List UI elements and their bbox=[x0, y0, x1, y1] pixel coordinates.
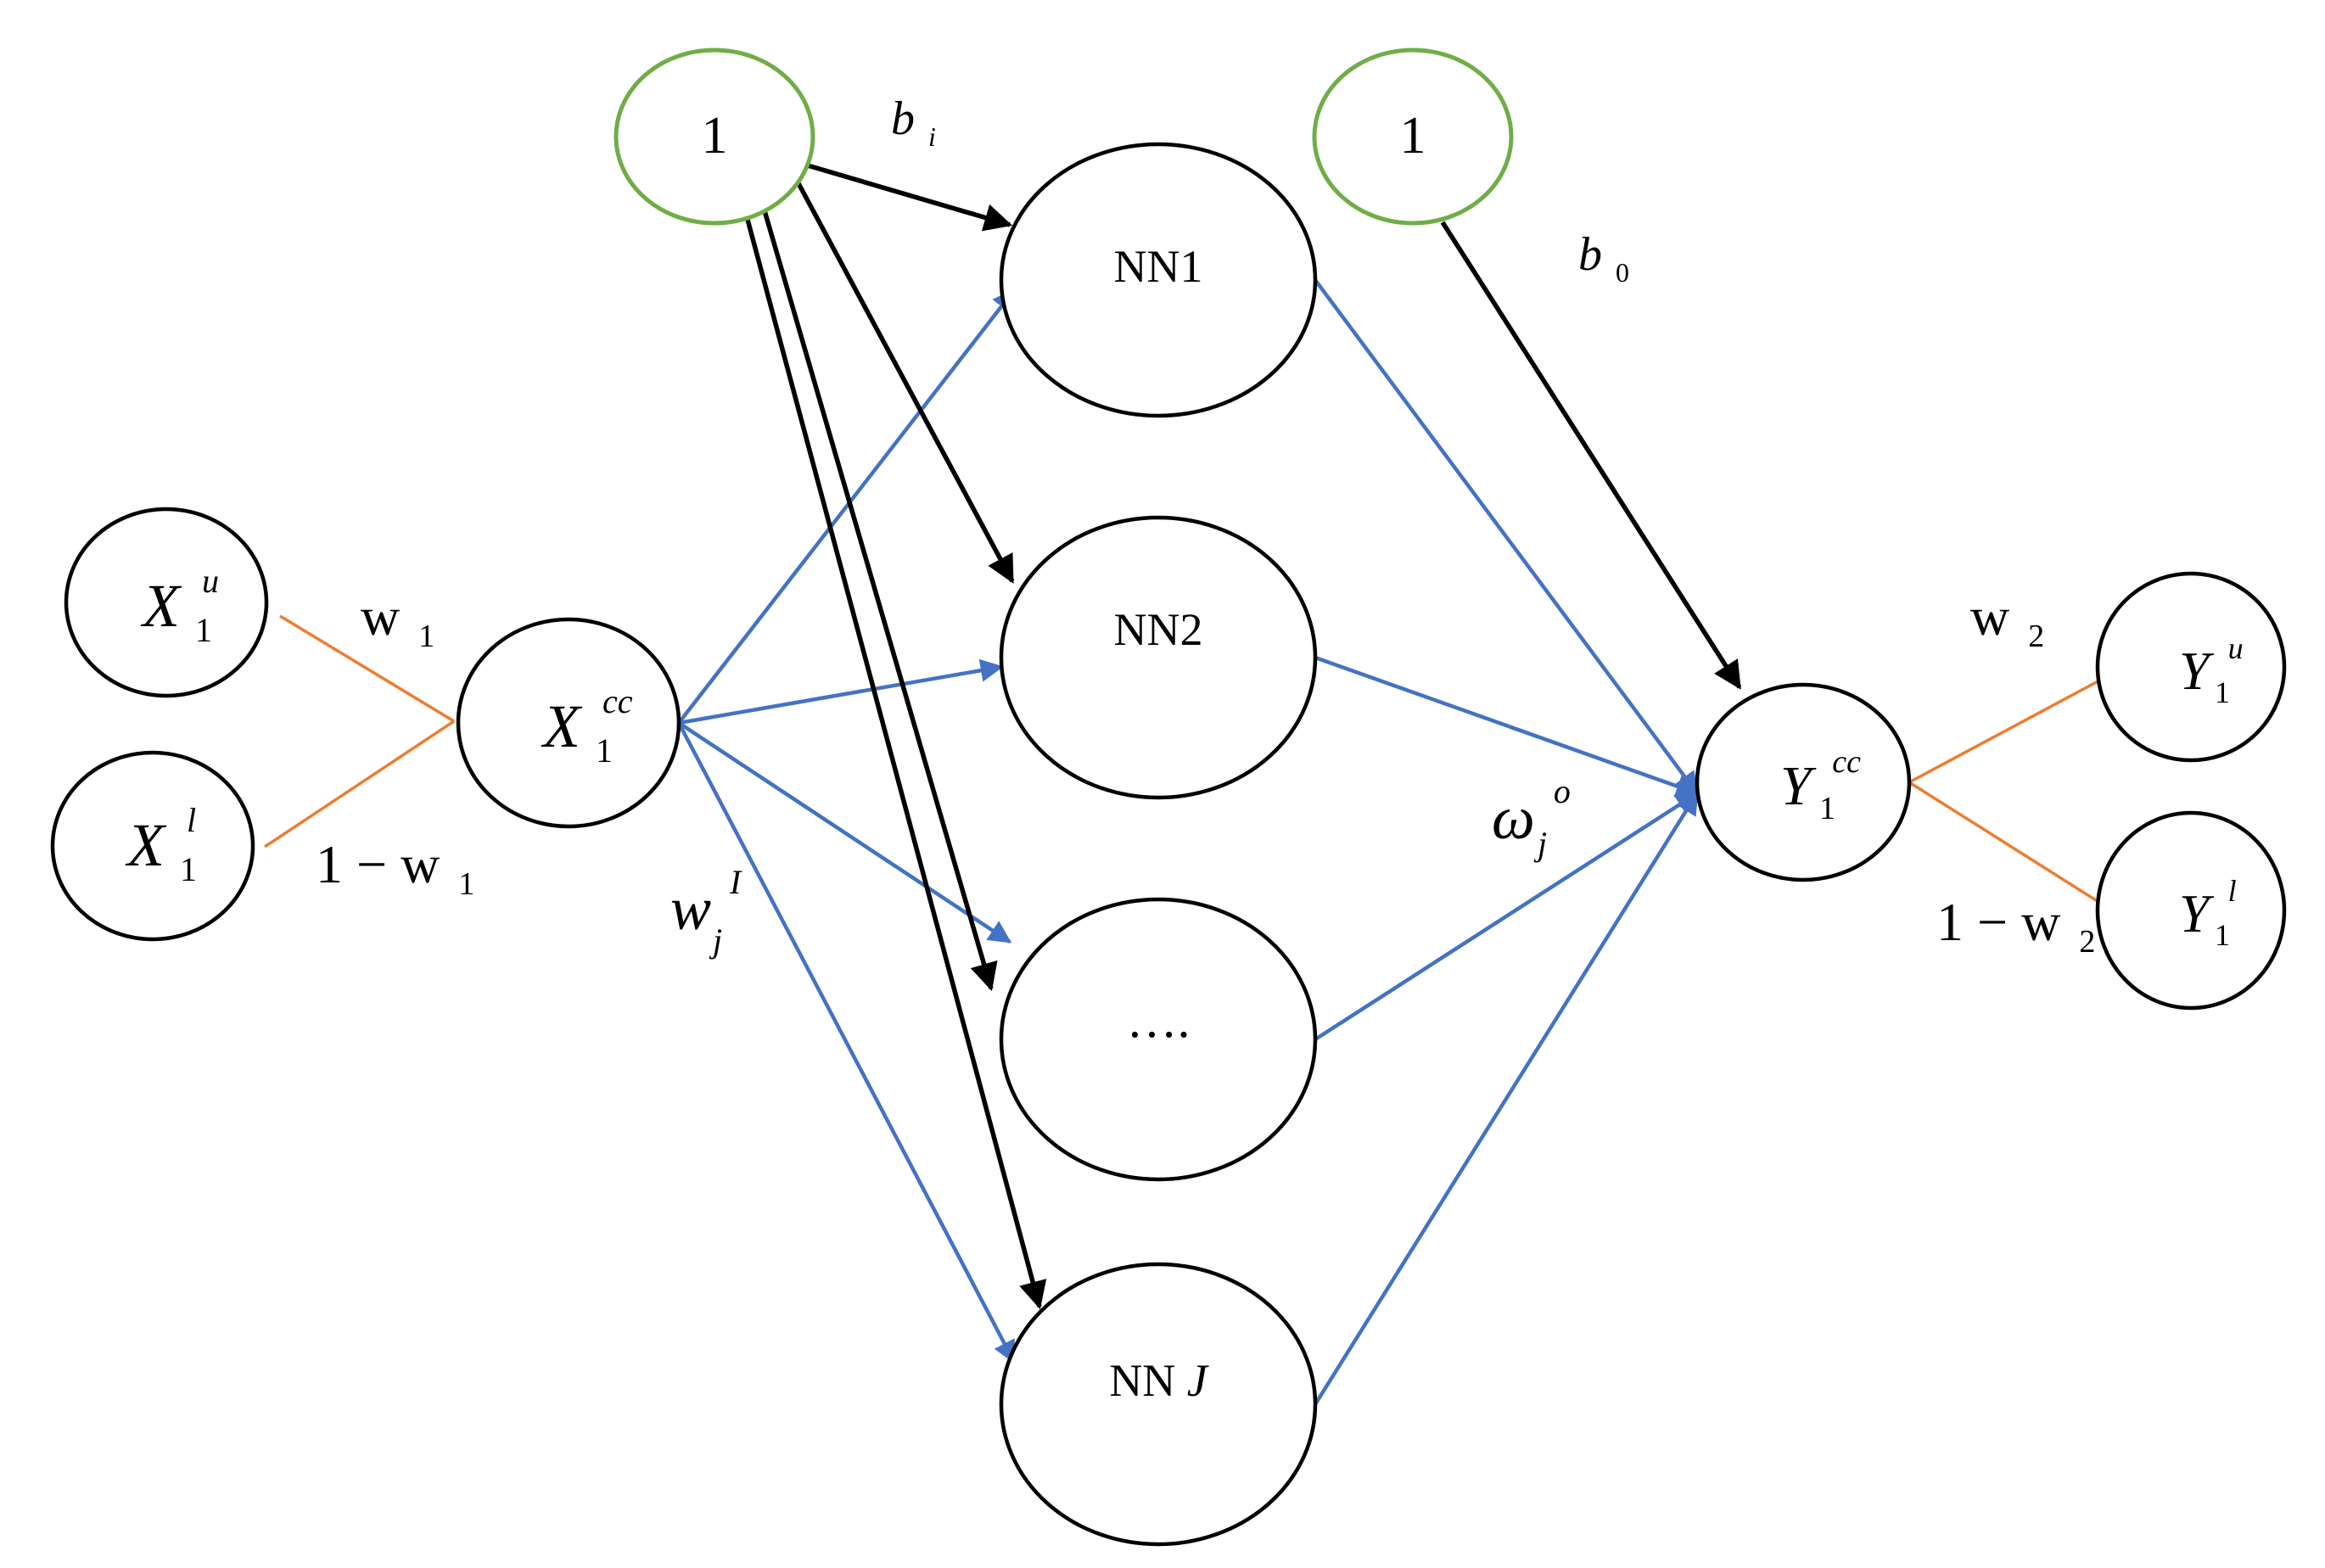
bias-output-label: 1 bbox=[1400, 107, 1426, 165]
y-center-base: Y bbox=[1780, 755, 1817, 817]
edge-bias-to-nn3 bbox=[759, 201, 998, 992]
x-lower-sub: 1 bbox=[180, 850, 197, 888]
hidden-2-label: NN2 bbox=[1114, 604, 1203, 655]
x-upper-label: X u bbox=[140, 562, 219, 640]
output-node-upper bbox=[2095, 571, 2287, 763]
hidden-node-j bbox=[999, 1262, 1318, 1547]
bi-base: b bbox=[891, 92, 915, 145]
one-minus-w1-label: 1 − w 1 bbox=[316, 834, 474, 902]
w2-sub: 2 bbox=[2028, 619, 2044, 654]
edge-xu-to-xcc bbox=[279, 614, 455, 723]
hidden-node-3 bbox=[999, 897, 1318, 1182]
w2-base: w bbox=[1970, 586, 2009, 647]
hidden-node-2 bbox=[999, 515, 1318, 800]
w2-label: w 2 bbox=[1970, 586, 2044, 654]
wIj-sup: I bbox=[729, 863, 742, 901]
x-upper-sub: 1 bbox=[195, 611, 212, 649]
x-lower-base: X bbox=[125, 811, 167, 879]
one-minus-w1-prefix: 1 − bbox=[316, 834, 401, 894]
edge-bias-to-nn1 bbox=[793, 159, 1013, 232]
omega-label: ω o bbox=[1492, 772, 1571, 852]
bias-hidden-label: 1 bbox=[702, 107, 728, 165]
x-lower-sup: l bbox=[187, 801, 196, 839]
x-center-base: X bbox=[541, 692, 583, 760]
x-center-label: X cc bbox=[541, 682, 633, 760]
edge-nn1-to-ycc bbox=[1314, 278, 1699, 796]
node-labels: 1 1 X u 1 X l 1 X cc 1 NN1 NN2 …. NN J Y… bbox=[125, 107, 2244, 1406]
hidden-output-edges bbox=[1314, 278, 1700, 1406]
omega-sub: j bbox=[1533, 825, 1547, 863]
y-lower-sub: 1 bbox=[2215, 918, 2230, 952]
one-minus-w1-base: w bbox=[401, 834, 440, 894]
edge-nn3-to-ycc bbox=[1314, 792, 1700, 1041]
hidden-3-label: …. bbox=[1127, 992, 1191, 1048]
b0-base: b bbox=[1578, 228, 1602, 281]
b0-sub: 0 bbox=[1616, 257, 1629, 288]
omega-base: ω bbox=[1492, 784, 1535, 852]
edge-nnj-to-ycc bbox=[1314, 791, 1699, 1406]
edge-xcc-to-nn2 bbox=[678, 658, 1004, 725]
bi-label: b i bbox=[891, 92, 936, 152]
edge-xcc-to-nnj bbox=[677, 721, 1016, 1364]
hidden-j-label: NN J bbox=[1109, 1355, 1210, 1406]
w1-sub: 1 bbox=[418, 619, 434, 654]
omega-sup: o bbox=[1554, 772, 1571, 810]
one-minus-w2-prefix: 1 − bbox=[1936, 892, 2021, 952]
bias-edges bbox=[744, 159, 1742, 1310]
x-center-sup: cc bbox=[602, 682, 633, 720]
y-upper-label: Y u bbox=[2179, 631, 2244, 701]
x-upper-base: X bbox=[140, 572, 182, 640]
wIj-base: w bbox=[670, 875, 711, 943]
one-minus-w2-sub: 2 bbox=[2079, 924, 2095, 960]
hidden-1-label: NN1 bbox=[1114, 241, 1203, 292]
edge-labels: w 1 1 − w 1 w 2 1 − w 2 b i b 0 w I bbox=[316, 92, 2095, 960]
y-upper-sub: 1 bbox=[2215, 675, 2230, 709]
hidden-j-var: J bbox=[1187, 1355, 1210, 1406]
y-center-label: Y cc bbox=[1780, 744, 1861, 817]
edge-xl-to-xcc bbox=[264, 720, 455, 848]
x-upper-sup: u bbox=[202, 562, 219, 600]
weight-edges bbox=[264, 614, 2104, 906]
y-lower-base: Y bbox=[2179, 883, 2215, 944]
x-center-sub: 1 bbox=[596, 731, 613, 770]
hidden-j-prefix: NN bbox=[1109, 1355, 1187, 1406]
y-upper-sup: u bbox=[2228, 631, 2244, 665]
b0-label: b 0 bbox=[1578, 228, 1629, 288]
input-node-center bbox=[456, 617, 681, 829]
hidden-node-1 bbox=[999, 142, 1318, 418]
y-center-sub: 1 bbox=[1819, 791, 1835, 826]
edge-bias-to-nn2 bbox=[791, 172, 1015, 584]
one-minus-w2-label: 1 − w 2 bbox=[1936, 892, 2095, 960]
edge-ycc-to-yl bbox=[1908, 781, 2104, 906]
input-node-upper bbox=[64, 507, 269, 698]
edge-xcc-to-nn3 bbox=[677, 721, 1012, 944]
input-hidden-edges bbox=[677, 288, 1016, 1364]
one-minus-w2-base: w bbox=[2021, 892, 2060, 952]
input-node-lower bbox=[50, 750, 255, 942]
bi-sub: i bbox=[928, 121, 936, 152]
y-upper-base: Y bbox=[2179, 641, 2215, 701]
nodes bbox=[50, 48, 2287, 1547]
edge-xcc-to-nn1 bbox=[677, 288, 1016, 725]
y-lower-label: Y l bbox=[2179, 874, 2237, 944]
edge-nn2-to-ycc bbox=[1314, 655, 1700, 798]
edge-bias-to-ycc bbox=[1440, 221, 1742, 690]
bias-node-output bbox=[1312, 48, 1514, 226]
w1-label: w 1 bbox=[361, 586, 434, 654]
y-center-sup: cc bbox=[1832, 744, 1861, 780]
w1-base: w bbox=[361, 586, 400, 647]
y-lower-sup: l bbox=[2228, 874, 2237, 908]
bias-node-hidden bbox=[613, 48, 815, 226]
output-node-lower bbox=[2095, 810, 2287, 1011]
one-minus-w1-sub: 1 bbox=[458, 866, 474, 902]
edge-ycc-to-yu bbox=[1908, 677, 2104, 784]
wIj-label: w I bbox=[670, 863, 742, 943]
output-node-center bbox=[1695, 682, 1912, 882]
x-lower-label: X l bbox=[125, 801, 196, 879]
wIj-sub: j bbox=[709, 921, 722, 960]
edge-bias-to-nnj bbox=[744, 216, 1047, 1310]
